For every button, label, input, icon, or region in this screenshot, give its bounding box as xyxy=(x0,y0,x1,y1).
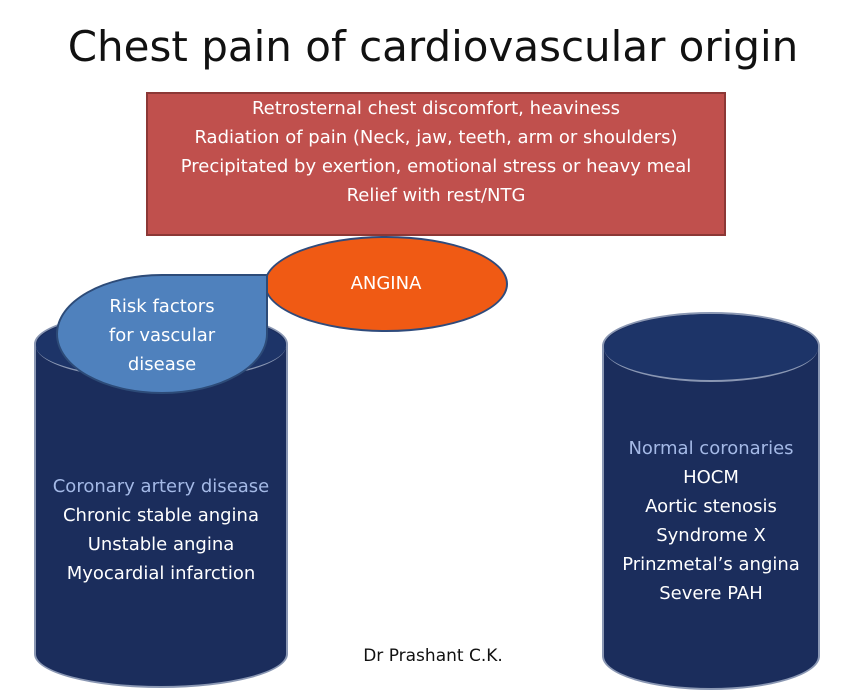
cad-item: Chronic stable angina xyxy=(62,505,259,526)
normal-coronaries-text-block: Normal coronaries HOCM Aortic stenosis S… xyxy=(604,434,818,608)
feature-line: Precipitated by exertion, emotional stre… xyxy=(180,156,692,177)
cylinder-top xyxy=(604,314,818,382)
author-credit: Dr Prashant C.K. xyxy=(363,646,503,666)
normal-coronaries-item: Severe PAH xyxy=(659,583,763,604)
cad-heading: Coronary artery disease xyxy=(52,476,270,497)
normal-coronaries-heading: Normal coronaries xyxy=(628,438,794,459)
cad-item: Unstable angina xyxy=(87,534,235,555)
risk-factors-bubble: Risk factors for vascular disease xyxy=(56,274,268,394)
feature-line: Radiation of pain (Neck, jaw, teeth, arm… xyxy=(194,127,678,148)
risk-line: Risk factors xyxy=(109,296,215,317)
normal-coronaries-item: Aortic stenosis xyxy=(645,496,777,517)
normal-coronaries-item: Syndrome X xyxy=(656,525,766,546)
risk-line: for vascular xyxy=(108,325,216,346)
normal-coronaries-item: Prinzmetal’s angina xyxy=(622,554,800,575)
cad-item: Myocardial infarction xyxy=(66,563,256,584)
angina-oval: ANGINA xyxy=(264,236,508,332)
diagram-title: Chest pain of cardiovascular origin xyxy=(67,22,799,71)
feature-line: Retrosternal chest discomfort, heaviness xyxy=(251,98,621,119)
angina-features-box: Retrosternal chest discomfort, heaviness… xyxy=(146,92,726,236)
risk-line: disease xyxy=(127,354,197,375)
cad-text-block: Coronary artery disease Chronic stable a… xyxy=(36,472,286,588)
normal-coronaries-item: HOCM xyxy=(683,467,739,488)
feature-line: Relief with rest/NTG xyxy=(346,185,526,206)
normal-coronaries-cylinder: Normal coronaries HOCM Aortic stenosis S… xyxy=(602,312,820,690)
